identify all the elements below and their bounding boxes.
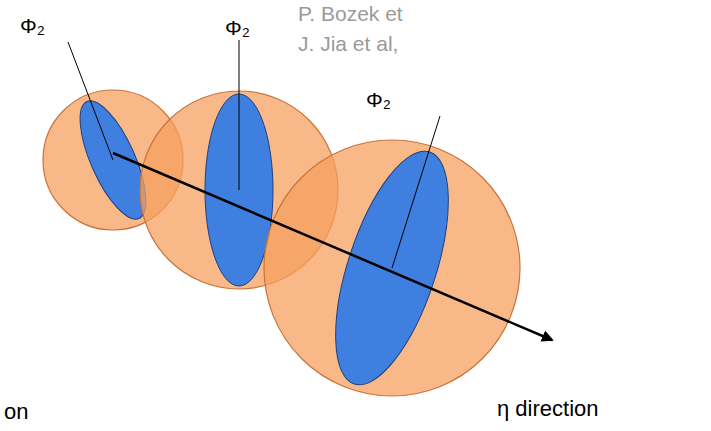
eta-arrow [113,153,552,340]
angle-label: Φ₂ [20,14,45,37]
citation: P. Bozek et [298,2,403,25]
plane-axis [392,116,440,268]
plane-axis [68,42,113,160]
plane-axis [239,40,240,190]
angle-label: Φ₂ [225,16,250,39]
axis-label: η direction [497,397,599,421]
axis-label: on [4,400,28,424]
angle-label: Φ₂ [366,88,391,111]
citation: J. Jia et al, [298,32,398,55]
